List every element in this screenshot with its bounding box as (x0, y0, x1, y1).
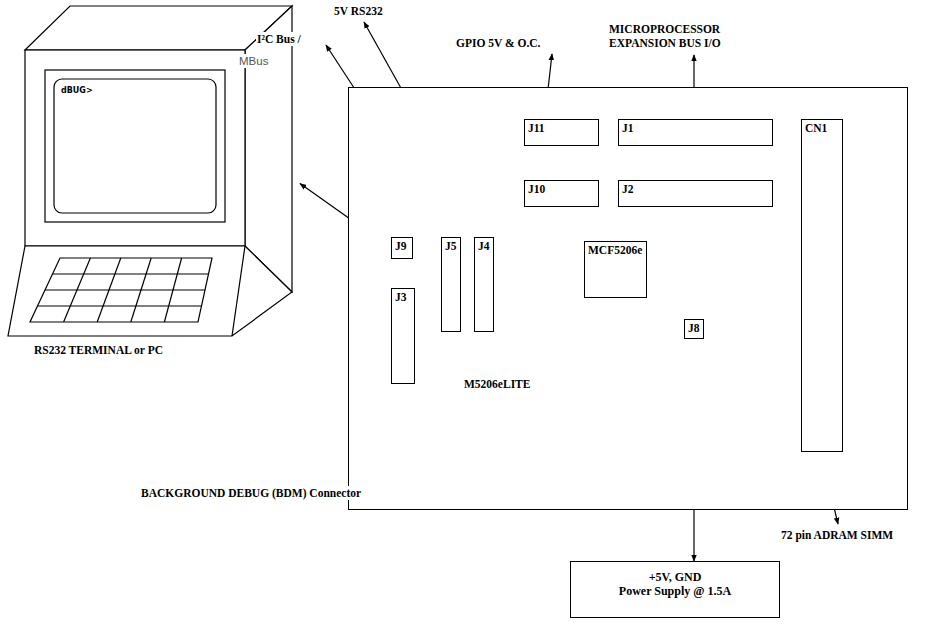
keyboard-base (8, 246, 292, 336)
power-jack: J8 (684, 319, 704, 339)
screen-prompt: dBUG> (61, 86, 93, 96)
connector-header: J4 (474, 237, 494, 332)
terminal-illustration (0, 0, 300, 340)
part-label: MCF5206e (588, 244, 642, 258)
key-column (164, 258, 181, 322)
callout-label: MBus (238, 54, 269, 68)
part-label: J9 (395, 240, 407, 254)
monitor-front (25, 50, 245, 246)
connector-header: J5 (441, 237, 461, 332)
callout-label: I²C Bus / (256, 32, 302, 46)
part-label: J1 (622, 122, 634, 136)
part-label: J4 (478, 240, 490, 254)
screen (54, 79, 216, 213)
connector-header: J1 (618, 119, 773, 146)
callout-label: MICROPROCESSOR EXPANSION BUS I/O (608, 22, 775, 51)
key-column (131, 258, 151, 322)
part-label: J11 (528, 122, 545, 136)
simm-socket: CN1 (801, 119, 843, 452)
callout-label: RS232 TERMINAL or PC (33, 343, 165, 357)
part-label: +5V, GND (649, 570, 702, 584)
key-row (38, 305, 202, 306)
keyboard-edge (232, 246, 245, 336)
bdm-connector: J3 (391, 288, 415, 384)
key-row (53, 273, 209, 274)
board-outline: M5206eLITE J11 J1J10 J2 CN1J9 J5 J4 MCF5206eJ3J… (348, 87, 908, 510)
keyboard (30, 258, 212, 322)
part-label: J5 (445, 240, 457, 254)
power-supply-box: +5V, GNDPower Supply @ 1.5A (570, 561, 780, 618)
part-label: J3 (395, 291, 407, 305)
connector-header: J11 (524, 119, 599, 146)
serial-connector: J9 (391, 237, 413, 259)
part-label: CN1 (805, 122, 827, 136)
part-label: J10 (528, 183, 545, 197)
board-name: M5206eLITE (464, 378, 530, 392)
monitor-side (245, 6, 292, 292)
part-label: J8 (688, 322, 700, 336)
connector-header: J10 (524, 180, 599, 207)
callout-label: GPIO 5V & O.C. (455, 36, 541, 50)
terminal-pc: dBUG> (0, 0, 300, 340)
processor-chip: MCF5206e (584, 241, 647, 298)
part-label: J2 (622, 183, 634, 197)
connector-header: J2 (618, 180, 773, 207)
callout-label: 72 pin ADRAM SIMM (780, 528, 894, 542)
callout-label: BACKGROUND DEBUG (BDM) Connector (140, 486, 362, 500)
part-label: Power Supply @ 1.5A (619, 584, 731, 598)
key-column (64, 258, 91, 322)
screen-bezel (45, 70, 225, 222)
callout-label: 5V RS232 (333, 4, 384, 18)
key-column (97, 258, 121, 322)
key-row (45, 289, 205, 290)
